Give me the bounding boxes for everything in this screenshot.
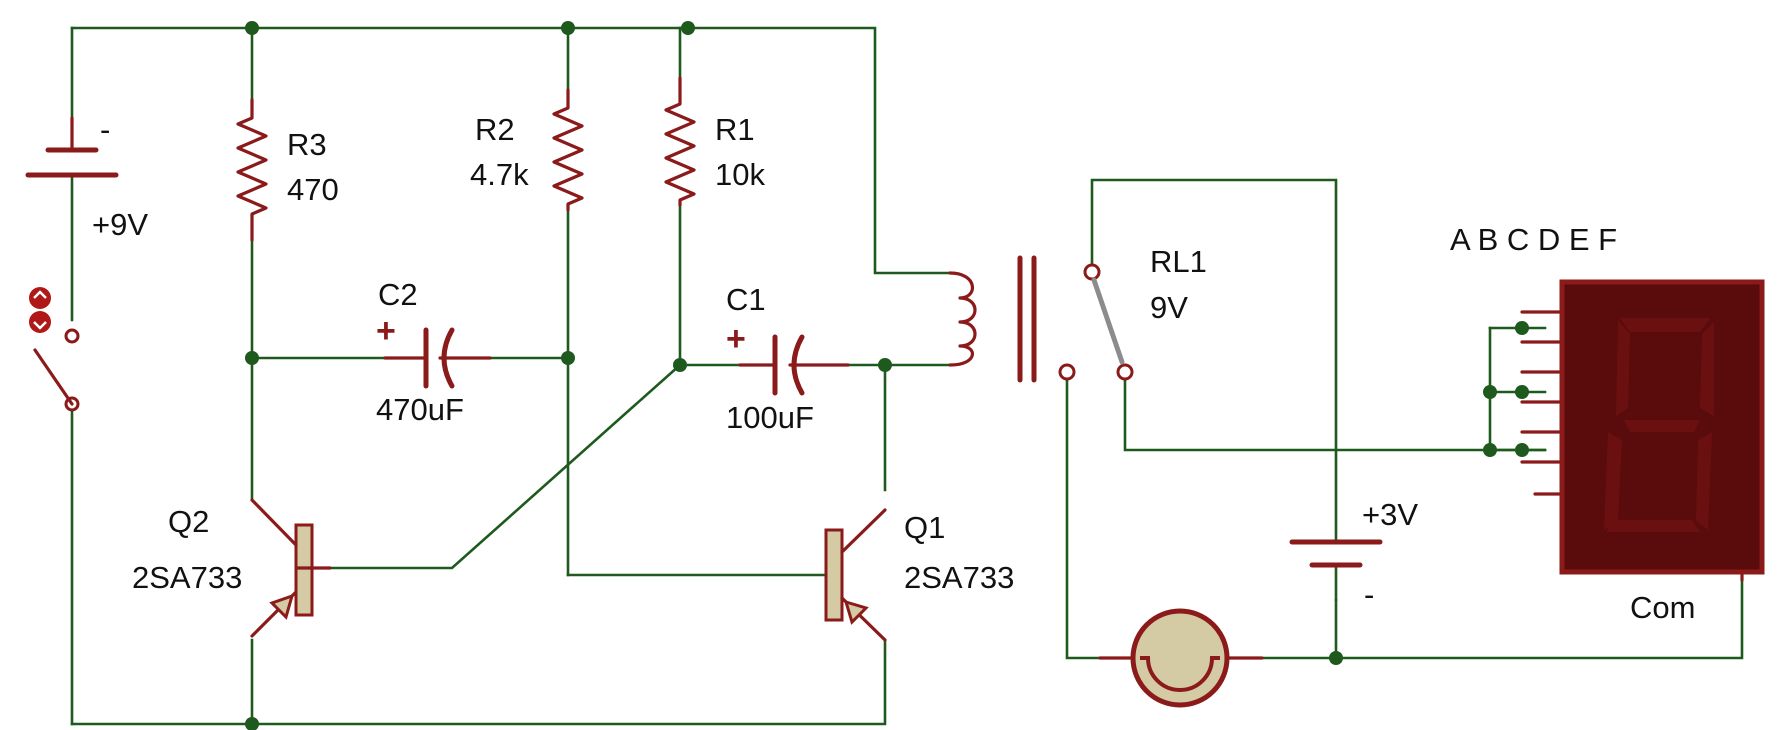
capacitor-c1: + C1 100uF xyxy=(726,282,850,435)
resistor-r1: R1 10k xyxy=(664,76,765,207)
battery-aux-voltage: +3V xyxy=(1362,497,1418,532)
c1-value: 100uF xyxy=(726,400,814,435)
segment-b xyxy=(1700,322,1714,416)
lamp xyxy=(1098,608,1264,708)
junction-dot xyxy=(561,21,575,35)
switch-toggle-icon xyxy=(29,287,51,333)
r3-name: R3 xyxy=(287,127,327,162)
segment-f xyxy=(1616,320,1630,416)
c2-name: C2 xyxy=(378,277,418,312)
junction-dot xyxy=(561,351,575,365)
battery-aux-minus: - xyxy=(1364,577,1374,612)
c1-plus: + xyxy=(726,320,746,358)
c1-name: C1 xyxy=(726,282,766,317)
segment-e xyxy=(1604,432,1622,530)
c2-value: 470uF xyxy=(376,392,464,427)
seven-segment-display: A B C D E F Com xyxy=(1450,222,1765,625)
q2-part: 2SA733 xyxy=(132,560,242,595)
segment-g xyxy=(1624,420,1700,432)
junction-dot xyxy=(673,358,687,372)
display-common: Com xyxy=(1630,590,1695,625)
junction-dot xyxy=(1515,443,1529,457)
junctions xyxy=(245,21,1529,730)
battery-main-minus: - xyxy=(100,112,110,147)
junction-dot xyxy=(245,21,259,35)
relay-rl1: RL1 9V xyxy=(948,244,1207,383)
segment-d xyxy=(1606,520,1700,532)
battery-main: - +9V xyxy=(25,112,148,242)
battery-aux: +3V - xyxy=(1289,497,1418,612)
junction-dot xyxy=(1515,385,1529,399)
q2-name: Q2 xyxy=(168,504,209,539)
junction-dot xyxy=(245,351,259,365)
capacitor-c2: + C2 470uF xyxy=(376,277,492,427)
r3-value: 470 xyxy=(287,172,339,207)
q1-part: 2SA733 xyxy=(904,560,1014,595)
segment-c xyxy=(1696,432,1712,530)
r2-value: 4.7k xyxy=(470,157,529,192)
c2-plus: + xyxy=(376,312,396,350)
q1-name: Q1 xyxy=(904,510,945,545)
r1-value: 10k xyxy=(715,157,765,192)
resistor-r2: R2 4.7k xyxy=(470,88,584,212)
wires xyxy=(70,26,1744,726)
transistor-q1: Q1 2SA733 xyxy=(824,508,1014,642)
junction-dot xyxy=(878,358,892,372)
junction-dot xyxy=(1329,651,1343,665)
segment-a xyxy=(1620,318,1710,332)
junction-dot xyxy=(245,717,259,730)
r1-name: R1 xyxy=(715,112,755,147)
relay-name: RL1 xyxy=(1150,244,1207,279)
relay-voltage: 9V xyxy=(1150,290,1188,325)
resistor-r3: R3 470 xyxy=(236,98,339,242)
battery-main-voltage: +9V xyxy=(92,207,148,242)
transistor-q2: Q2 2SA733 xyxy=(132,498,332,638)
junction-dot xyxy=(1483,443,1497,457)
junction-dot xyxy=(681,21,695,35)
r2-name: R2 xyxy=(475,112,515,147)
junction-dot xyxy=(1483,385,1497,399)
display-segment-labels: A B C D E F xyxy=(1450,222,1617,257)
power-switch xyxy=(29,287,80,412)
junction-dot xyxy=(1515,321,1529,335)
